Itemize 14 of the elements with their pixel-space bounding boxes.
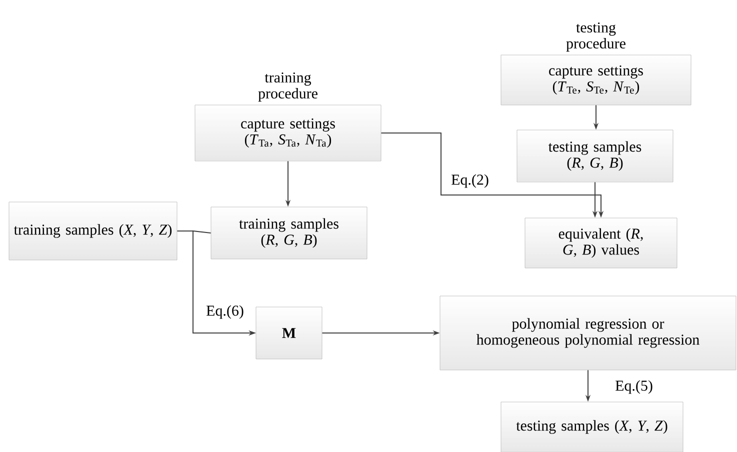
process-box: training samples (R, G, B)	[210, 206, 368, 260]
edge-label: Eq.(6)	[205, 304, 245, 320]
edge-label: Eq.(5)	[614, 379, 654, 395]
process-box: testing samples (R, G, B)	[516, 130, 674, 182]
heading: testing procedure	[566, 22, 626, 52]
edge-label: Eq.(2)	[450, 173, 490, 189]
heading: training procedure	[258, 72, 318, 102]
process-box: polynomial regression or homogeneous polynomial regression	[440, 296, 736, 370]
process-box: training samples (X, Y, Z)	[8, 202, 178, 260]
process-box: capture settings (T$_{Te}$, S$_{Te}$, N$_{Te}$)	[500, 54, 692, 106]
process-box: capture settings (T$_{Ta}$, S$_{Ta}$, N$_{Ta}$)	[194, 104, 382, 162]
process-box: testing samples (X, Y, Z)	[500, 402, 684, 452]
process-box: equivalent (R, G, B) values	[524, 218, 678, 268]
process-box: M	[256, 306, 322, 360]
